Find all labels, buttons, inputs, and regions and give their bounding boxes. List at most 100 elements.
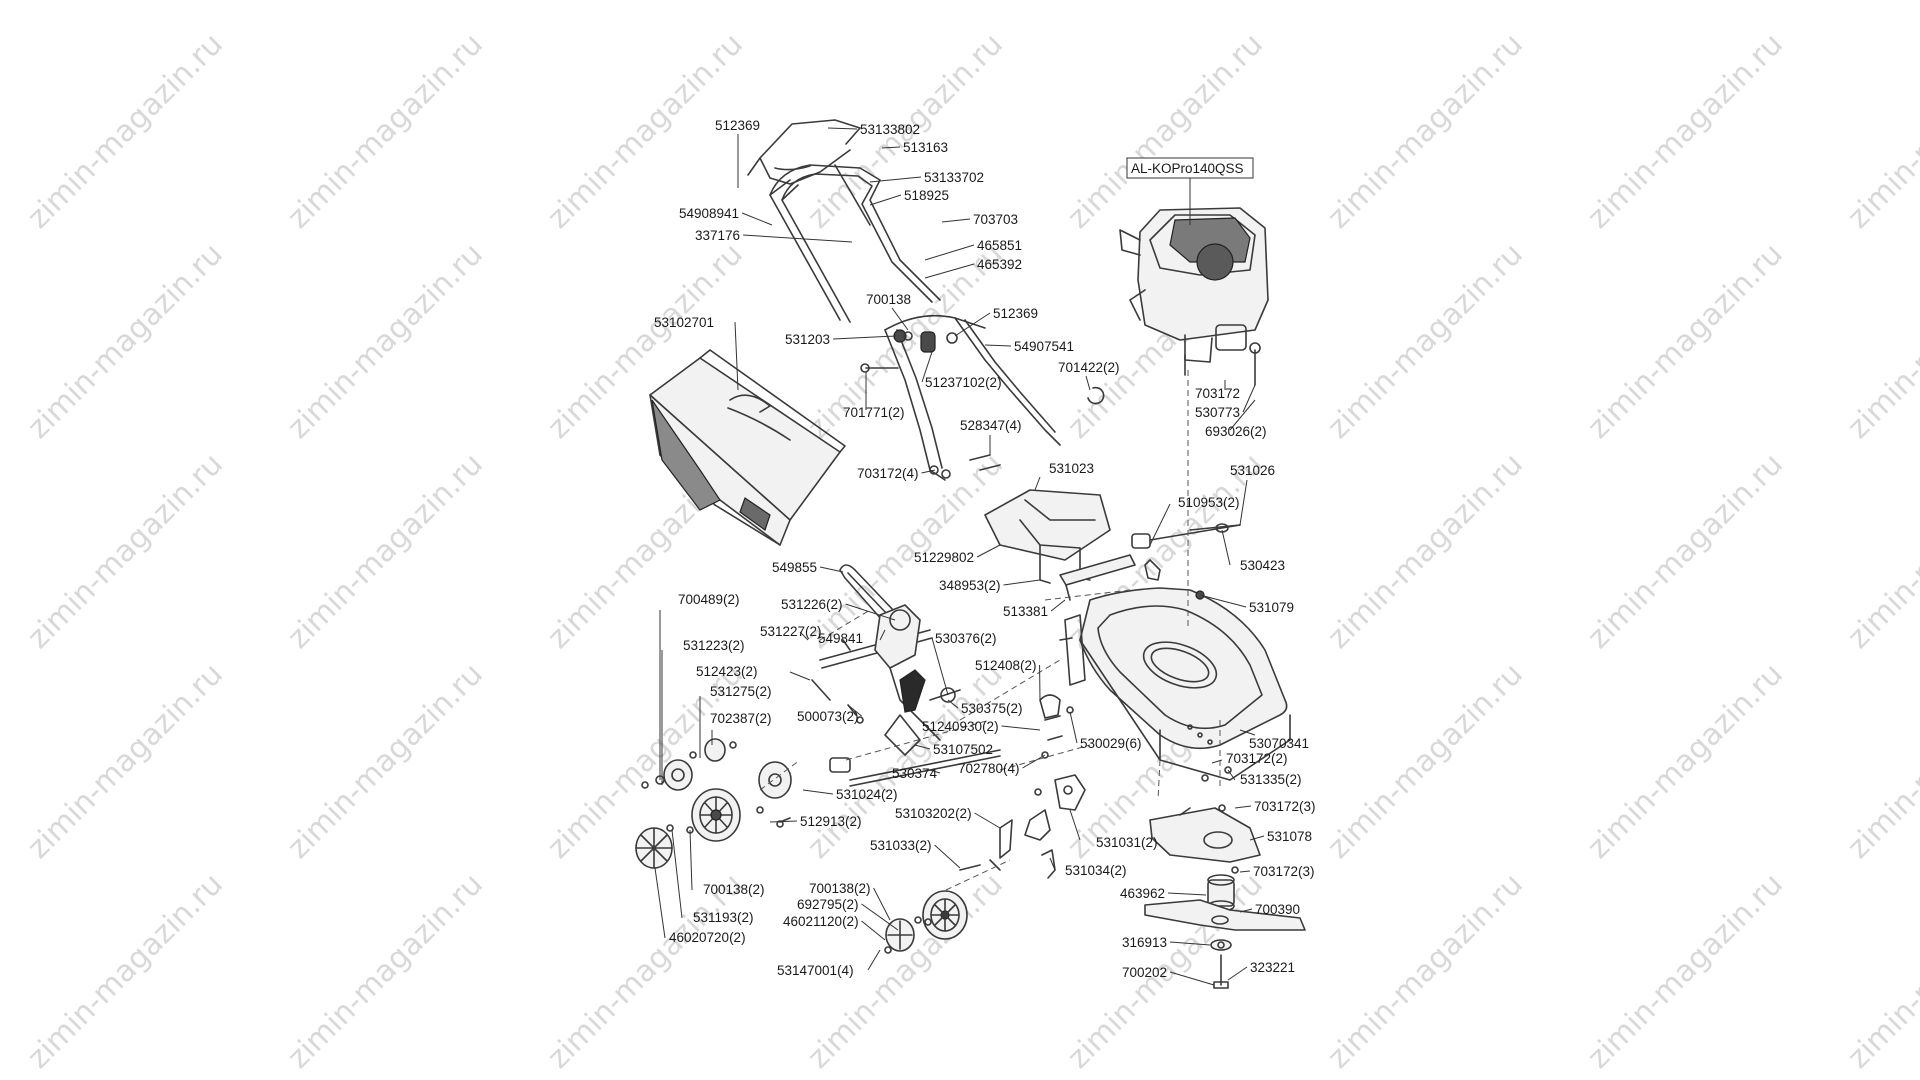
leader-line [921,351,933,383]
part-label-512408: 512408(2) [975,658,1037,673]
part-label-513163: 513163 [903,140,948,155]
part-label-465392: 465392 [977,257,1022,272]
part-label-531024: 531024(2) [836,787,898,802]
leader-line [931,637,949,696]
part-label-53103202: 53103202(2) [895,806,972,821]
leader-line [974,812,1001,829]
part-label-530029: 530029(6) [1080,736,1142,751]
watermark-text: zimin-magazin.ru [1321,867,1530,1076]
leader-line [867,949,881,971]
part-label-51229802: 51229802 [914,550,974,565]
leader-line [1169,971,1215,986]
leader-line [1221,529,1231,566]
leader-line [1050,599,1066,612]
watermark-text: zimin-magazin.ru [1581,27,1790,236]
leader-line [802,789,834,795]
leader-line [1239,479,1248,526]
leader-line [1001,725,1041,731]
leader-line [929,769,941,774]
part-label-531193: 531193(2) [693,910,754,925]
watermark-text: zimin-magazin.ru [281,27,490,236]
part-label-703172_3a: 703172(3) [1254,799,1316,814]
watermark-text: zimin-magazin.ru [21,657,230,866]
leader-line [654,867,666,939]
leader-line [1149,503,1171,546]
watermark-text: zimin-magazin.ru [21,867,230,1076]
watermark-text: zimin-magazin.ru [1841,447,1920,656]
leader-lines [654,127,1265,986]
watermark-text: zimin-magazin.ru [1581,237,1790,446]
part-label-531034: 531034(2) [1065,863,1127,878]
watermark-text: zimin-magazin.ru [281,237,490,446]
part-label-702780: 702780(4) [958,761,1020,776]
leader-line [1049,857,1056,871]
leader-line [741,212,773,226]
leader-line [1229,399,1256,431]
part-label-531023: 531023 [1049,461,1094,476]
part-label-693026: 693026(2) [1205,424,1267,439]
watermark-text: zimin-magazin.ru [1321,447,1530,656]
part-label-692795: 692795(2) [797,897,859,912]
part-label-700202: 700202 [1122,965,1167,980]
watermark-text: zimin-magazin.ru [1581,657,1790,866]
leader-line [1227,769,1236,781]
watermark-text: zimin-magazin.ru [1321,657,1530,866]
watermark-text: zimin-magazin.ru [1581,447,1790,656]
part-label-53133802: 53133802 [860,122,920,137]
leader-line [734,321,739,391]
leader-line [861,903,899,931]
leader-line [769,820,798,823]
watermark-text: zimin-magazin.ru [281,657,490,866]
leader-line [861,920,886,941]
part-label-531226: 531226(2) [781,597,843,612]
leader-line [1242,384,1256,413]
watermark-text: zimin-magazin.ru [281,447,490,656]
leader-line [671,829,683,919]
watermark-text: zimin-magazin.ru [541,867,750,1076]
leader-line [1022,754,1046,769]
part-label-512913: 512913(2) [800,814,862,829]
leader-line [941,218,971,223]
part-label-703172_4: 703172(4) [857,466,919,481]
leader-line [827,127,858,130]
part-label-51240930: 51240930(2) [922,719,999,734]
leader-line [1170,941,1211,946]
part-label-700138: 700138 [866,292,911,307]
leader-line [881,146,901,149]
part-label-531275: 531275(2) [710,684,772,699]
part-label-700138_2b: 700138(2) [703,882,765,897]
part-label-702387: 702387(2) [710,711,772,726]
part-label-512369a: 512369 [715,118,760,133]
watermark-text: zimin-magazin.ru [1841,867,1920,1076]
part-label-701422: 701422(2) [1058,360,1120,375]
part-label-531227: 531227(2) [760,624,822,639]
watermark-text: zimin-magazin.ru [1841,27,1920,236]
part-label-465851: 465851 [977,238,1022,253]
leader-line [819,566,844,573]
leader-line [1085,375,1091,391]
watermark-text: zimin-magazin.ru [21,27,230,236]
watermark-text: zimin-magazin.ru [21,447,230,656]
part-label-700138_2: 700138(2) [809,881,871,896]
part-label-531033: 531033(2) [870,838,932,853]
part-label-51237102: 51237102(2) [925,375,1002,390]
part-label-512423: 512423(2) [696,664,758,679]
leader-line [799,631,809,641]
watermark-text: zimin-magazin.ru [1581,867,1790,1076]
leader-line [1069,809,1081,841]
part-label-510953: 510953(2) [1178,495,1240,510]
leader-line [689,829,693,891]
leader-line [1239,870,1251,873]
leader-line [921,469,936,474]
leader-line [1211,759,1223,764]
part-label-500073: 500073(2) [797,709,859,724]
part-label-531078: 531078 [1267,829,1312,844]
part-label-531470: 53147001(4) [777,963,854,978]
leader-line [924,263,975,279]
leader-line [743,234,853,243]
part-label-531223: 531223(2) [683,638,745,653]
leader-line [1069,711,1078,744]
part-label-530374: 530374 [892,766,938,781]
leader-line [845,603,896,621]
